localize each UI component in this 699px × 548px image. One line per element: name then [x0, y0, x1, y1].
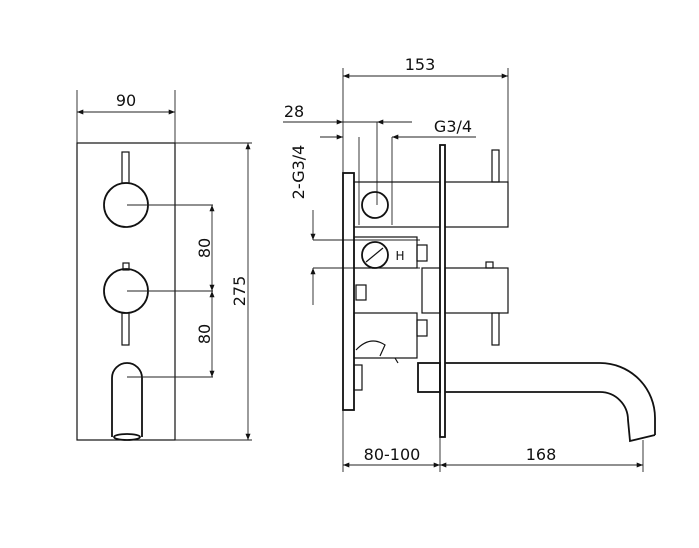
height-dimension-label: 275	[230, 276, 249, 307]
cold-inlet-port	[361, 191, 389, 219]
wall-plate	[439, 144, 446, 438]
lower-spacing-label: 80	[195, 324, 214, 344]
clip	[355, 284, 367, 301]
spout-projection-label: 168	[526, 445, 557, 464]
spout-outer-edge	[445, 362, 656, 435]
spout-connector	[417, 362, 441, 393]
port-hatch	[365, 247, 384, 263]
cover-plate	[76, 142, 176, 441]
inlet-thread-label: 2-G3/4	[289, 145, 308, 200]
side-view: 153 28 G3/4 2-G3/4 H	[283, 55, 656, 472]
upper-spacing-label: 80	[195, 238, 214, 258]
lower-knob-nub	[485, 261, 494, 269]
spout-outlet	[113, 433, 141, 441]
upper-lever	[491, 149, 500, 183]
upper-handle-body	[444, 181, 509, 228]
spout-inner-edge	[445, 391, 656, 443]
lower-knob-nub	[122, 262, 130, 271]
bolt	[416, 319, 428, 337]
back-mounting-plate	[342, 172, 355, 411]
lower-handle-body	[444, 267, 509, 314]
lower-lever	[121, 312, 130, 346]
width-dimension-label: 90	[116, 91, 136, 110]
depth-dimension-label: 153	[405, 55, 436, 74]
fitting	[353, 364, 363, 391]
lower-lever	[491, 312, 500, 346]
spout-outline	[111, 362, 143, 437]
offset-dimension-label: 28	[284, 102, 304, 121]
bolt	[416, 244, 428, 262]
stem	[394, 357, 399, 364]
upper-lever	[121, 151, 130, 184]
wall-depth-dimension-label: 80-100	[364, 445, 421, 464]
hot-marker: H	[395, 249, 404, 263]
outlet-thread-label: G3/4	[434, 117, 472, 136]
diverter-cap	[355, 340, 386, 357]
middle-connector	[421, 267, 441, 314]
lower-valve-body	[353, 312, 418, 359]
upper-valve-body	[353, 181, 441, 228]
front-view: 90 275 80 80	[76, 90, 252, 441]
